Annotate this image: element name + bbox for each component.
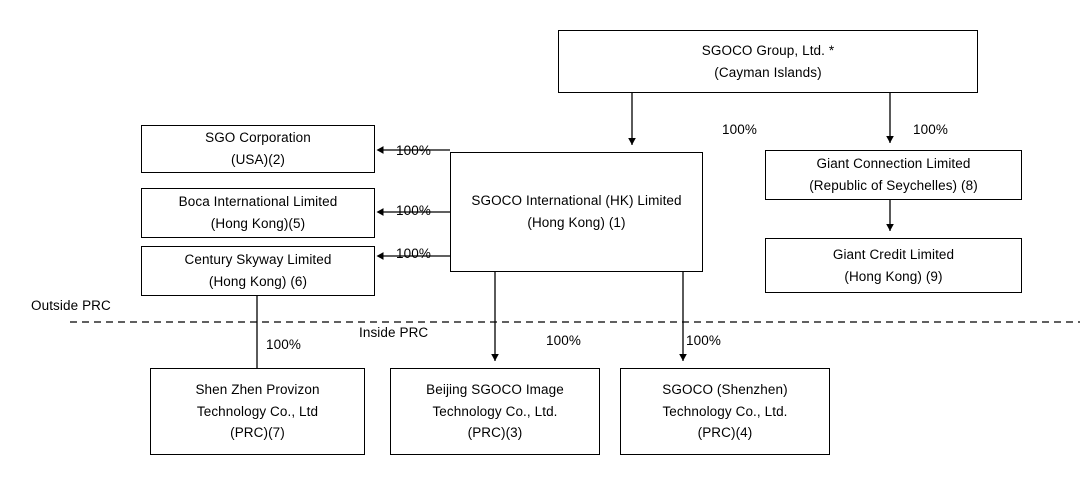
node-beijing-sgoco-image[interactable]: Beijing SGOCO Image Technology Co., Ltd.… (390, 368, 600, 455)
node-sgoco-shenzhen-line-1: SGOCO (Shenzhen) (662, 381, 788, 397)
node-giant-credit-line-2: (Hong Kong) (9) (844, 268, 943, 284)
node-century-skyway[interactable]: Century Skyway Limited (Hong Kong) (6) (141, 246, 375, 296)
edge-label-group-to-international: 100% (722, 122, 757, 137)
node-sgoco-international-hk-line-1: SGOCO International (HK) Limited (471, 193, 682, 209)
node-sgo-corporation[interactable]: SGO Corporation (USA)(2) (141, 125, 375, 173)
node-sgo-corporation-line-2: (USA)(2) (230, 152, 286, 167)
node-boca-international-line-1: Boca International Limited (178, 194, 338, 210)
node-giant-connection[interactable]: Giant Connection Limited (Republic of Se… (765, 150, 1022, 200)
node-giant-connection-line-1: Giant Connection Limited (816, 156, 971, 172)
edge-label-century-to-shenzhen-provizon: 100% (266, 337, 301, 352)
node-century-skyway-line-2: (Hong Kong) (6) (208, 274, 308, 289)
node-beijing-sgoco-image-line-2: Technology Co., Ltd. (432, 403, 558, 419)
edge-label-international-to-beijing: 100% (546, 333, 581, 348)
node-shen-zhen-provizon-line-2: Technology Co., Ltd (196, 403, 319, 419)
node-sgoco-shenzhen-line-2: Technology Co., Ltd. (662, 403, 788, 419)
node-giant-credit[interactable]: Giant Credit Limited (Hong Kong) (9) (765, 238, 1022, 293)
node-giant-credit-line-1: Giant Credit Limited (832, 246, 955, 262)
node-shen-zhen-provizon-line-1: Shen Zhen Provizon (195, 381, 320, 397)
node-sgoco-international-hk-line-2: (Hong Kong) (1) (527, 215, 626, 230)
node-shen-zhen-provizon[interactable]: Shen Zhen Provizon Technology Co., Ltd (… (150, 368, 365, 455)
edge-label-international-to-boca: 100% (396, 203, 431, 218)
node-sgoco-shenzhen-line-3: (PRC)(4) (697, 425, 753, 441)
node-sgoco-international-hk[interactable]: SGOCO International (HK) Limited (Hong K… (450, 152, 703, 272)
node-sgo-corporation-line-1: SGO Corporation (205, 130, 311, 146)
region-label-inside-prc: Inside PRC (359, 325, 429, 340)
node-boca-international-line-2: (Hong Kong)(5) (210, 216, 306, 231)
edge-label-international-to-sgo: 100% (396, 143, 431, 158)
edge-label-international-to-sgoco-shenzhen: 100% (686, 333, 721, 348)
node-sgoco-group-line-2: (Cayman Islands) (714, 64, 822, 80)
node-sgoco-group-line-1: SGOCO Group, Ltd. * (701, 42, 835, 58)
edge-label-international-to-century: 100% (396, 246, 431, 261)
node-century-skyway-line-1: Century Skyway Limited (184, 252, 332, 268)
node-shen-zhen-provizon-line-3: (PRC)(7) (230, 425, 285, 441)
node-beijing-sgoco-image-line-3: (PRC)(3) (467, 425, 523, 441)
node-sgoco-group[interactable]: SGOCO Group, Ltd. * (Cayman Islands) (558, 30, 978, 93)
edge-label-group-to-giant-connection: 100% (913, 122, 948, 137)
node-beijing-sgoco-image-line-1: Beijing SGOCO Image (426, 381, 564, 397)
region-label-outside-prc: Outside PRC (31, 298, 111, 313)
node-sgoco-shenzhen[interactable]: SGOCO (Shenzhen) Technology Co., Ltd. (P… (620, 368, 830, 455)
node-boca-international[interactable]: Boca International Limited (Hong Kong)(5… (141, 188, 375, 238)
node-giant-connection-line-2: (Republic of Seychelles) (8) (809, 178, 978, 193)
